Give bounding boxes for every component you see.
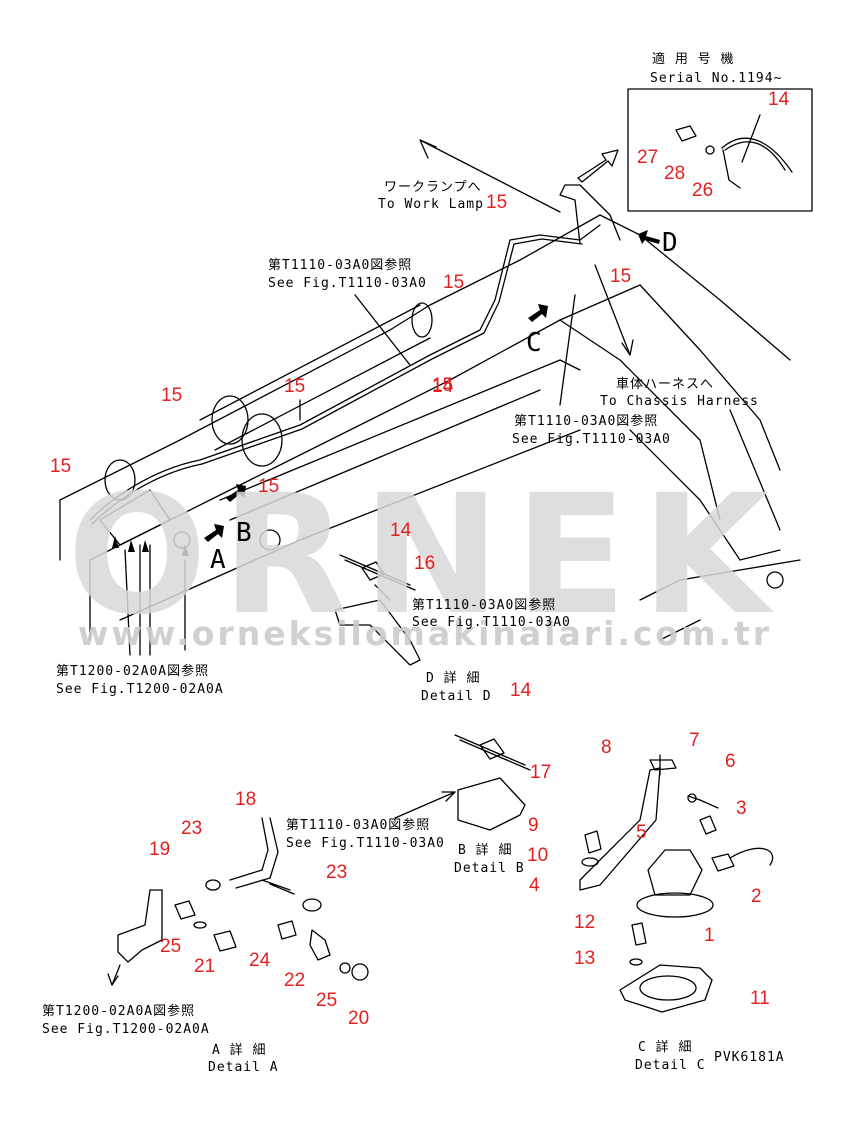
ref-label-en: See Fig.T1200-02A0A [56, 682, 224, 697]
chassis-harness-label-en: To Chassis Harness [600, 394, 759, 409]
ref-label-en: See Fig.T1110-03A0 [512, 432, 671, 447]
watermark-url: www.orneksilomakinalari.com.tr [77, 614, 773, 653]
detail-d-label-jp: D 詳 細 [426, 671, 481, 686]
part-callout: 15 [432, 375, 454, 396]
part-callout: 9 [528, 815, 539, 836]
ref-label-jp: 第T1200-02A0A図参照 [42, 1004, 196, 1019]
part-callout: 17 [530, 762, 552, 783]
part-callout: 22 [284, 970, 306, 991]
ref-label-en: See Fig.T1110-03A0 [268, 276, 427, 291]
part-callout: 25 [160, 936, 182, 957]
ref-label-jp: 第T1110-03A0図参照 [412, 598, 557, 613]
view-letter-b: B [236, 518, 252, 548]
part-callout: 5 [636, 822, 647, 843]
serial-label-en: Serial No.1194~ [650, 71, 783, 86]
ref-label-jp: 第T1110-03A0図参照 [286, 818, 431, 833]
view-letter-d: D [662, 228, 678, 258]
ref-label-jp: 第T1110-03A0図参照 [514, 414, 659, 429]
part-callout: 6 [725, 751, 736, 772]
work-lamp-label-en: To Work Lamp [378, 197, 484, 212]
watermark-brand: ORNEK [67, 459, 783, 651]
part-callout: 10 [527, 845, 549, 866]
part-callout: 15 [284, 376, 306, 397]
part-callout: 8 [601, 737, 612, 758]
part-callout: 23 [326, 862, 348, 883]
ref-label-en: See Fig.T1110-03A0 [286, 836, 445, 851]
part-callout: 20 [348, 1008, 370, 1029]
serial-label-jp: 適 用 号 機 [652, 52, 735, 67]
detail-c-label-jp: C 詳 細 [638, 1040, 693, 1055]
part-callout: 4 [529, 875, 540, 896]
part-callout: 23 [181, 818, 203, 839]
ref-label-en: See Fig.T1110-03A0 [412, 615, 571, 630]
drawing-number: PVK6181A [714, 1050, 785, 1065]
part-callout: 1 [704, 925, 715, 946]
detail-b-label-jp: B 詳 細 [458, 843, 513, 858]
part-callout: 11 [750, 988, 770, 1009]
part-callout: 19 [149, 839, 171, 860]
part-callout: 3 [736, 798, 747, 819]
part-callout: 15 [258, 476, 280, 497]
part-callout: 13 [574, 948, 596, 969]
part-callout: 26 [692, 180, 714, 201]
detail-c-label-en: Detail C [635, 1058, 706, 1073]
part-callout: 16 [414, 553, 436, 574]
ref-label-en: See Fig.T1200-02A0A [42, 1022, 210, 1037]
detail-a-label-en: Detail A [208, 1060, 279, 1075]
detail-b-label-en: Detail B [454, 861, 525, 876]
ref-label-jp: 第T1110-03A0図参照 [268, 258, 413, 273]
detail-d-label-en: Detail D [421, 689, 492, 704]
part-callout: 15 [443, 272, 465, 293]
part-callout: 18 [235, 789, 257, 810]
part-callout: 14 [432, 376, 454, 397]
view-letter-a: A [210, 545, 226, 575]
part-callout: 28 [664, 163, 686, 184]
part-callout: 25 [316, 990, 338, 1011]
part-callout: 15 [50, 456, 72, 477]
detail-a-label-jp: A 詳 細 [212, 1043, 267, 1058]
part-callout: 12 [574, 912, 596, 933]
part-callout: 15 [486, 192, 508, 213]
part-callout: 15 [610, 266, 632, 287]
part-callout: 14 [510, 680, 532, 701]
ref-label-jp: 第T1200-02A0A図参照 [56, 664, 210, 679]
part-callout: 15 [161, 385, 183, 406]
part-callout: 2 [751, 886, 762, 907]
part-callout: 7 [689, 730, 700, 751]
view-letter-c: C [526, 328, 542, 358]
work-lamp-label-jp: ワークランプへ [384, 180, 482, 195]
part-callout: 27 [637, 147, 659, 168]
part-callout: 21 [194, 956, 216, 977]
part-callout: 14 [390, 520, 412, 541]
part-callout: 14 [768, 89, 790, 110]
chassis-harness-label-jp: 車体ハーネスへ [616, 377, 715, 392]
part-callout: 24 [249, 950, 271, 971]
